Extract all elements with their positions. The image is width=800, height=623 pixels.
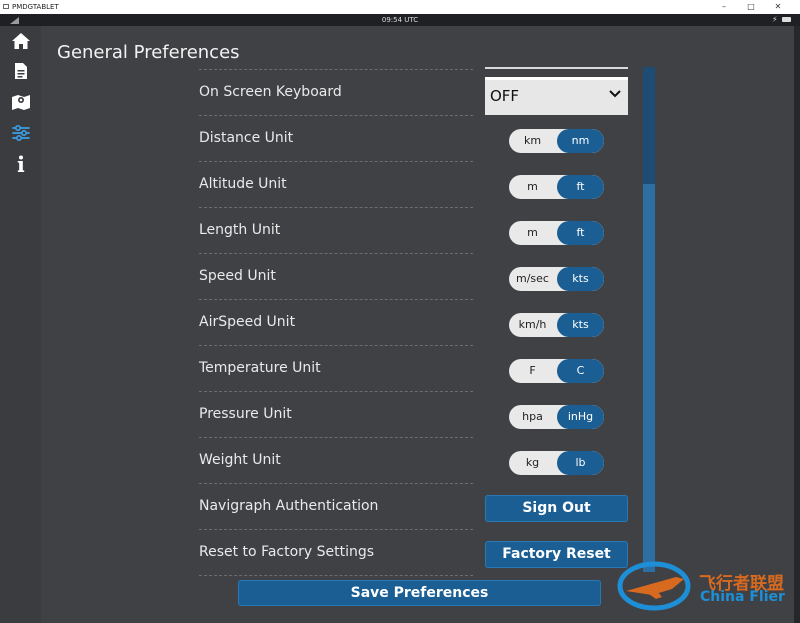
window-title: PMDGTABLET <box>12 3 59 11</box>
speed-option-kts[interactable]: kts <box>557 267 604 291</box>
page-title: General Preferences <box>57 42 240 63</box>
maximize-button[interactable]: □ <box>747 2 755 11</box>
distance-label: Distance Unit <box>199 130 294 146</box>
pressure-option-hpa[interactable]: hpa <box>522 410 543 423</box>
length-option-ft[interactable]: ft <box>557 221 604 245</box>
map-icon <box>12 95 30 110</box>
altitude-option-m[interactable]: m <box>527 180 538 193</box>
settings-row <box>199 161 473 207</box>
distance-toggle[interactable]: km nm <box>509 129 604 153</box>
watermark-chinese-text: 飞行者联盟 <box>699 574 784 594</box>
sidebar-item-info[interactable] <box>8 153 34 175</box>
temperature-option-c[interactable]: C <box>557 359 604 383</box>
temperature-toggle[interactable]: F C <box>509 359 604 383</box>
bolt-icon: ⚡ <box>772 15 778 24</box>
document-icon <box>15 63 27 79</box>
minimize-button[interactable]: – <box>722 2 726 11</box>
distance-option-nm[interactable]: nm <box>557 129 604 153</box>
sidebar-item-map[interactable] <box>8 91 34 113</box>
save-preferences-button[interactable]: Save Preferences <box>238 580 601 606</box>
app-icon <box>3 4 9 9</box>
watermark-logo: 飞行者联盟 China Flier <box>612 555 798 615</box>
weight-option-kg[interactable]: kg <box>525 456 540 469</box>
chevron-down-icon <box>609 90 621 98</box>
altitude-option-ft[interactable]: ft <box>557 175 604 199</box>
sidebar-item-document[interactable] <box>8 60 34 82</box>
signal-icon <box>10 17 19 24</box>
weight-label: Weight Unit <box>199 452 281 468</box>
factory-reset-label: Reset to Factory Settings <box>199 544 375 560</box>
sign-out-button[interactable]: Sign Out <box>485 495 628 522</box>
speed-toggle[interactable]: m/sec kts <box>509 267 604 291</box>
status-clock: 09:54 UTC <box>381 16 419 24</box>
settings-row <box>199 345 473 391</box>
settings-row <box>199 115 473 161</box>
settings-row <box>199 437 473 483</box>
pressure-option-inhg[interactable]: inHg <box>557 405 604 429</box>
temperature-label: Temperature Unit <box>199 360 321 376</box>
info-icon <box>17 155 25 172</box>
home-icon <box>12 33 30 49</box>
speed-label: Speed Unit <box>199 268 276 284</box>
settings-row <box>199 299 473 345</box>
settings-row <box>199 575 473 576</box>
settings-row <box>199 69 473 115</box>
airspeed-label: AirSpeed Unit <box>199 314 296 330</box>
pressure-label: Pressure Unit <box>199 406 292 422</box>
keyboard-select-value: OFF <box>490 87 520 105</box>
settings-row <box>199 207 473 253</box>
temperature-option-f[interactable]: F <box>529 364 536 377</box>
settings-row <box>199 483 473 529</box>
sliders-icon <box>12 125 30 141</box>
length-toggle[interactable]: m ft <box>509 221 604 245</box>
scrollbar-thumb[interactable] <box>643 67 655 184</box>
weight-option-lb[interactable]: lb <box>557 451 604 475</box>
altitude-toggle[interactable]: m ft <box>509 175 604 199</box>
airspeed-option-kmh[interactable]: km/h <box>518 318 547 331</box>
keyboard-select[interactable]: OFF <box>485 77 628 115</box>
sidebar-item-home[interactable] <box>8 30 34 52</box>
plane-logo-icon <box>617 561 691 611</box>
pressure-toggle[interactable]: hpa inHg <box>509 405 604 429</box>
settings-row <box>199 529 473 575</box>
speed-option-msec[interactable]: m/sec <box>516 272 549 285</box>
keyboard-label: On Screen Keyboard <box>199 84 342 100</box>
sidebar <box>0 26 41 623</box>
battery-icon <box>782 17 791 22</box>
settings-row <box>199 391 473 437</box>
factory-reset-button[interactable]: Factory Reset <box>485 541 628 568</box>
main-panel <box>41 26 794 623</box>
length-option-m[interactable]: m <box>527 226 538 239</box>
navigraph-label: Navigraph Authentication <box>199 498 379 514</box>
airspeed-toggle[interactable]: km/h kts <box>509 313 604 337</box>
distance-option-km[interactable]: km <box>523 134 542 147</box>
scrollbar-track[interactable] <box>643 67 655 572</box>
sidebar-item-settings[interactable] <box>8 122 34 144</box>
settings-row <box>199 253 473 299</box>
watermark-english-text: China Flier <box>700 589 785 605</box>
status-bar: 09:54 UTC ⚡ <box>0 14 800 26</box>
airspeed-option-kts[interactable]: kts <box>557 313 604 337</box>
weight-toggle[interactable]: kg lb <box>509 451 604 475</box>
window-titlebar: PMDGTABLET – □ ✕ <box>0 0 800 14</box>
dropdown-top-border <box>485 67 628 69</box>
close-button[interactable]: ✕ <box>774 2 782 11</box>
altitude-label: Altitude Unit <box>199 176 287 192</box>
length-label: Length Unit <box>199 222 281 238</box>
window-edge <box>794 26 800 623</box>
